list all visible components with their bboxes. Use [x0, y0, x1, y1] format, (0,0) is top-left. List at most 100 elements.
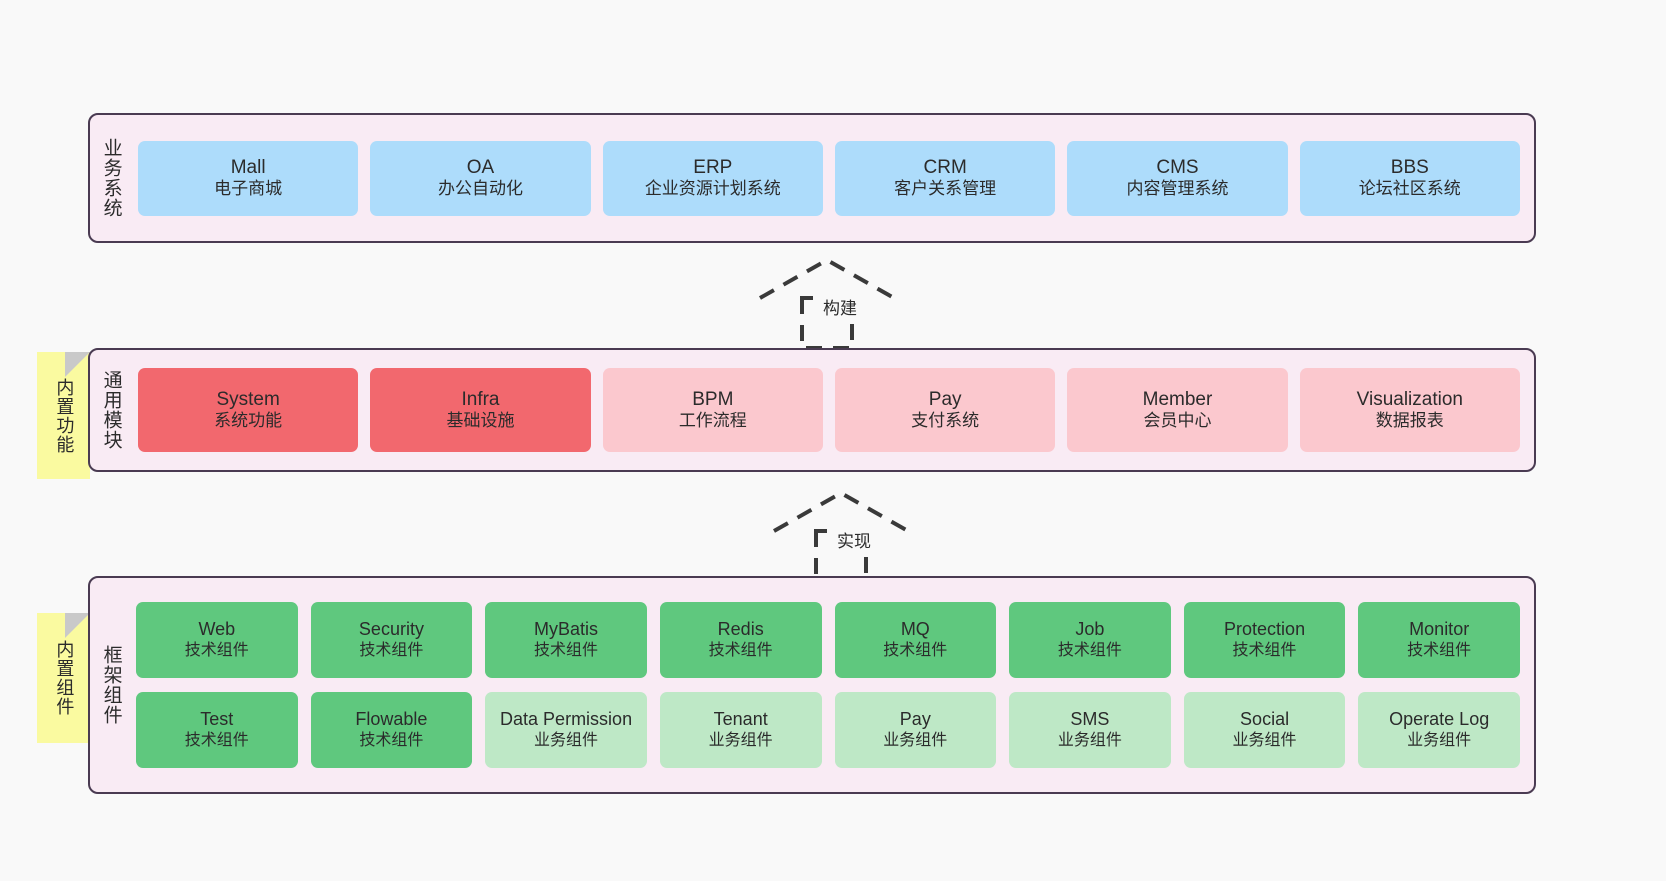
- band-title-business-systems: 业务系统: [100, 138, 122, 218]
- module-card-visualization[interactable]: Visualization 数据报表: [1299, 368, 1520, 452]
- card-desc: 技术组件: [708, 642, 773, 660]
- framework-card-operate-log[interactable]: Operate Log 业务组件: [1358, 692, 1520, 768]
- card-desc: 基础设施: [446, 411, 515, 431]
- card-desc: 工作流程: [678, 411, 747, 431]
- framework-row-business: Test 技术组件 Flowable 技术组件 Data Permission …: [136, 692, 1520, 768]
- card-name: ERP: [693, 157, 733, 179]
- module-card-infra[interactable]: Infra 基础设施: [370, 368, 591, 452]
- band-framework-components: 框架组件 Web 技术组件 Security 技术组件 MyBatis 技术组件…: [88, 576, 1536, 794]
- connector-implement: 实现: [772, 490, 922, 583]
- card-name: Visualization: [1356, 389, 1463, 411]
- band-title-common-modules: 通用模块: [100, 370, 122, 450]
- framework-card-sms[interactable]: SMS 业务组件: [1009, 692, 1171, 768]
- card-name: Social: [1240, 709, 1290, 730]
- framework-card-data-permission[interactable]: Data Permission 业务组件: [485, 692, 647, 768]
- framework-card-security[interactable]: Security 技术组件: [310, 602, 473, 678]
- card-desc: 论坛社区系统: [1358, 179, 1461, 199]
- card-name: Redis: [717, 619, 764, 640]
- band-body-common-modules: System 系统功能 Infra 基础设施 BPM 工作流程 Pay 支付系统…: [132, 350, 1534, 470]
- card-name: Test: [200, 709, 234, 730]
- sticky-note-label: 内置组件: [54, 640, 75, 716]
- card-name: Data Permission: [500, 709, 633, 730]
- card-desc: 支付系统: [911, 411, 980, 431]
- band-title-framework-components: 框架组件: [100, 645, 122, 725]
- system-card-mall[interactable]: Mall 电子商城: [138, 140, 359, 216]
- card-desc: 业务组件: [1057, 732, 1122, 750]
- sticky-note-builtin-function: 内置功能: [37, 352, 90, 479]
- card-name: OA: [466, 157, 495, 179]
- card-desc: 数据报表: [1375, 411, 1444, 431]
- card-name: BPM: [692, 389, 734, 411]
- card-name: Member: [1142, 389, 1213, 411]
- card-desc: 技术组件: [184, 642, 249, 660]
- card-name: Flowable: [355, 709, 428, 730]
- framework-card-mybatis[interactable]: MyBatis 技术组件: [485, 602, 647, 678]
- card-desc: 业务组件: [708, 732, 773, 750]
- card-name: Tenant: [713, 709, 768, 730]
- sticky-note-builtin-component: 内置组件: [37, 613, 90, 743]
- card-desc: 技术组件: [1407, 642, 1472, 660]
- card-name: Mall: [230, 157, 266, 179]
- card-desc: 系统功能: [214, 411, 283, 431]
- connector-label-build: 构建: [820, 294, 860, 319]
- framework-card-monitor[interactable]: Monitor 技术组件: [1358, 602, 1520, 678]
- card-name: SMS: [1070, 709, 1110, 730]
- framework-row-technical: Web 技术组件 Security 技术组件 MyBatis 技术组件 Redi…: [136, 602, 1520, 678]
- framework-card-web[interactable]: Web 技术组件: [136, 602, 298, 678]
- band-body-framework-components: Web 技术组件 Security 技术组件 MyBatis 技术组件 Redi…: [132, 578, 1534, 792]
- card-desc: 内容管理系统: [1126, 179, 1229, 199]
- card-name: Infra: [461, 389, 500, 411]
- module-card-member[interactable]: Member 会员中心: [1067, 368, 1288, 452]
- card-name: System: [216, 389, 280, 411]
- card-desc: 业务组件: [1407, 732, 1472, 750]
- band-business-systems: 业务系统 Mall 电子商城 OA 办公自动化 ERP 企业资源计划系统 CRM…: [88, 113, 1536, 243]
- card-name: Operate Log: [1389, 709, 1490, 730]
- card-name: Pay: [928, 389, 962, 411]
- framework-card-social[interactable]: Social 业务组件: [1183, 692, 1346, 768]
- card-desc: 客户关系管理: [894, 179, 997, 199]
- card-desc: 技术组件: [359, 732, 424, 750]
- band-common-modules: 通用模块 System 系统功能 Infra 基础设施 BPM 工作流程 Pay…: [88, 348, 1536, 472]
- framework-card-mq[interactable]: MQ 技术组件: [834, 602, 997, 678]
- framework-card-redis[interactable]: Redis 技术组件: [659, 602, 822, 678]
- framework-card-pay[interactable]: Pay 业务组件: [834, 692, 997, 768]
- band-body-business-systems: Mall 电子商城 OA 办公自动化 ERP 企业资源计划系统 CRM 客户关系…: [132, 115, 1534, 241]
- card-name: Monitor: [1409, 619, 1470, 640]
- system-card-erp[interactable]: ERP 企业资源计划系统: [602, 140, 823, 216]
- system-card-cms[interactable]: CMS 内容管理系统: [1067, 140, 1288, 216]
- module-card-system[interactable]: System 系统功能: [138, 368, 359, 452]
- connector-build: 构建: [758, 257, 908, 350]
- card-desc: 电子商城: [214, 179, 283, 199]
- system-card-crm[interactable]: CRM 客户关系管理: [834, 140, 1056, 216]
- connector-label-implement: 实现: [834, 527, 874, 552]
- framework-card-flowable[interactable]: Flowable 技术组件: [310, 692, 473, 768]
- module-card-bpm[interactable]: BPM 工作流程: [602, 368, 823, 452]
- card-name: Protection: [1224, 619, 1306, 640]
- module-card-pay[interactable]: Pay 支付系统: [834, 368, 1056, 452]
- card-desc: 技术组件: [883, 642, 948, 660]
- card-name: MQ: [900, 619, 930, 640]
- card-desc: 技术组件: [1057, 642, 1122, 660]
- card-desc: 业务组件: [883, 732, 948, 750]
- system-card-bbs[interactable]: BBS 论坛社区系统: [1299, 140, 1520, 216]
- system-card-oa[interactable]: OA 办公自动化: [370, 140, 591, 216]
- card-name: Pay: [899, 709, 931, 730]
- card-desc: 技术组件: [359, 642, 424, 660]
- framework-card-protection[interactable]: Protection 技术组件: [1183, 602, 1346, 678]
- card-desc: 业务组件: [534, 732, 599, 750]
- card-name: CRM: [923, 157, 967, 179]
- card-name: Web: [198, 619, 236, 640]
- framework-card-tenant[interactable]: Tenant 业务组件: [659, 692, 822, 768]
- card-desc: 办公自动化: [437, 179, 523, 199]
- card-desc: 企业资源计划系统: [644, 179, 781, 199]
- card-desc: 技术组件: [184, 732, 249, 750]
- card-name: Job: [1075, 619, 1105, 640]
- framework-card-test[interactable]: Test 技术组件: [136, 692, 298, 768]
- card-name: BBS: [1390, 157, 1429, 179]
- card-desc: 技术组件: [534, 642, 599, 660]
- sticky-note-label: 内置功能: [54, 377, 75, 454]
- card-desc: 业务组件: [1232, 732, 1297, 750]
- card-name: Security: [358, 619, 424, 640]
- framework-card-job[interactable]: Job 技术组件: [1009, 602, 1171, 678]
